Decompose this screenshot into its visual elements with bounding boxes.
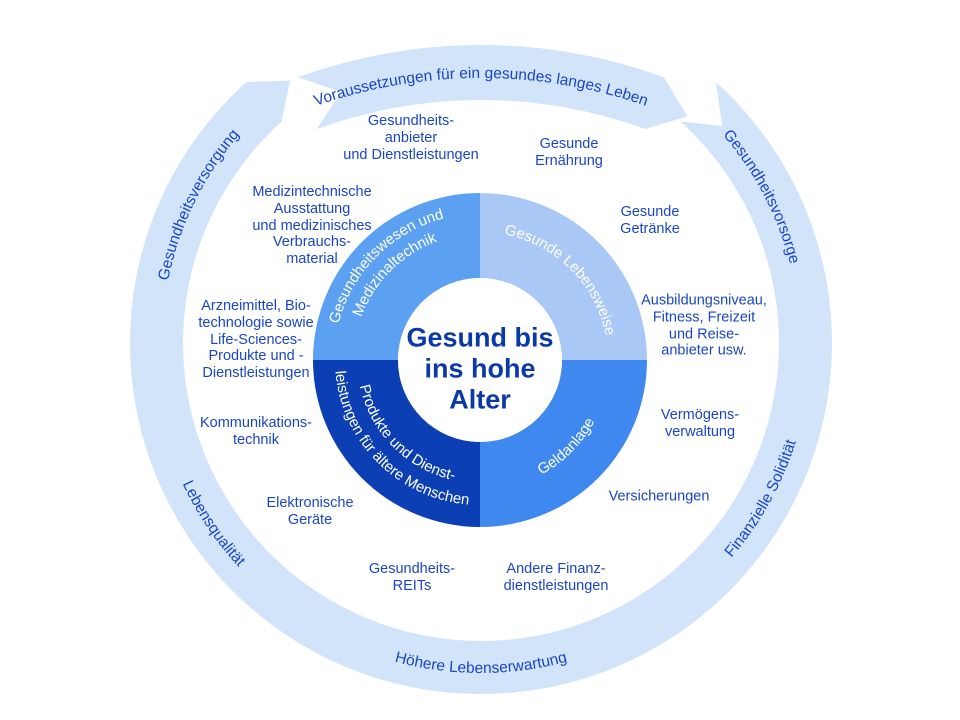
outer-ring-arrow	[130, 80, 832, 695]
item-health-providers: Gesundheits- anbieter und Dienstleistung…	[343, 112, 479, 163]
item-wealth-management: Vermögens- verwaltung	[660, 407, 740, 440]
item-pharma-biotech: Arzneimittel, Bio- technologie sowie Lif…	[198, 298, 314, 382]
item-insurance: Versicherungen	[608, 488, 710, 505]
top-banner-arrow	[298, 44, 688, 129]
item-healthy-nutrition: Gesunde Ernährung	[535, 136, 603, 169]
item-communications: Kommunikations- technik	[199, 415, 313, 448]
quadrant-products-elderly	[313, 360, 480, 527]
quadrant-health-medtech	[313, 193, 480, 360]
quadrant-healthy-lifestyle	[480, 193, 647, 360]
item-healthy-drinks: Gesunde Getränke	[620, 204, 680, 237]
center-title: Gesund bis ins hohe Alter	[406, 322, 554, 415]
item-education-fitness: Ausbildungsniveau, Fitness, Freizeit und…	[641, 292, 767, 359]
item-electronics: Elektronische Geräte	[266, 495, 354, 528]
quadrant-investment	[480, 360, 647, 527]
center-circle	[398, 278, 562, 442]
item-medtech-equipment: Medizintechnische Ausstattung und medizi…	[252, 184, 372, 268]
item-other-financial: Andere Finanz- dienstleistungen	[503, 561, 609, 594]
item-health-reits: Gesundheits- REITs	[368, 561, 456, 594]
